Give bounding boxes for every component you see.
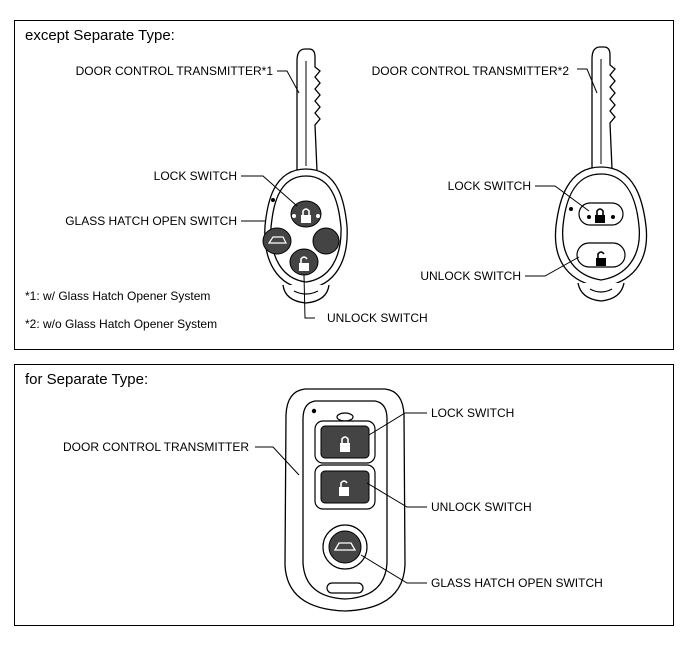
unlock-switch-label-1: UNLOCK SWITCH [327, 311, 428, 325]
footnote-2: *2: w/o Glass Hatch Opener System [25, 317, 218, 331]
transmitter-2-label: DOOR CONTROL TRANSMITTER*2 [371, 64, 569, 78]
transmitter-1-label: DOOR CONTROL TRANSMITTER*1 [75, 64, 273, 78]
panel-title-separate: for Separate Type: [25, 371, 149, 388]
lock-switch-label: LOCK SWITCH [431, 406, 515, 420]
separate-type-panel: for Separate Type: [14, 364, 674, 626]
key-2-icon [554, 46, 648, 302]
except-separate-type-panel: except Separate Type: [14, 20, 674, 350]
glass-hatch-open-switch-label: GLASS HATCH OPEN SWITCH [431, 576, 603, 590]
footnote-1: *1: w/ Glass Hatch Opener System [25, 289, 211, 303]
key-1-icon [262, 48, 348, 304]
smart-key-diagram [255, 388, 427, 612]
panel-title-except-separate: except Separate Type: [25, 27, 175, 44]
transmitter-label: DOOR CONTROL TRANSMITTER [62, 440, 249, 454]
smart-key-icon [284, 388, 406, 612]
unlock-switch-label-2: UNLOCK SWITCH [420, 269, 521, 283]
key-diagrams [241, 46, 648, 319]
lock-switch-label-1: LOCK SWITCH [153, 169, 237, 183]
glass-hatch-open-switch-label-1: GLASS HATCH OPEN SWITCH [65, 214, 237, 228]
unlock-switch-label: UNLOCK SWITCH [431, 500, 532, 514]
lock-switch-label-2: LOCK SWITCH [447, 179, 531, 193]
